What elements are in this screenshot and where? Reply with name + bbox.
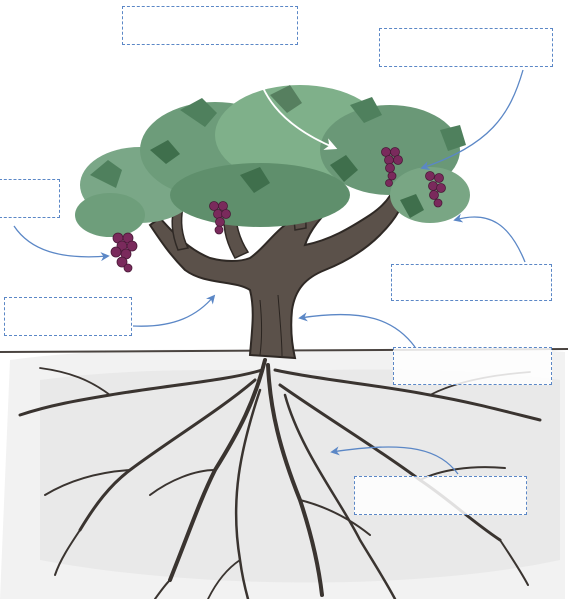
foliage [75,85,470,237]
label-box-roots[interactable] [354,476,527,515]
label-box-left[interactable] [0,179,60,218]
label-box-ground[interactable] [393,347,552,385]
arrow-right [455,217,525,262]
label-box-top-right[interactable] [379,28,553,67]
label-box-middle-left[interactable] [4,297,132,336]
label-box-right[interactable] [391,264,552,301]
arrow-midleft [133,296,214,326]
grape-cluster-left [111,233,137,272]
arrow-ground [300,315,415,347]
label-box-top[interactable] [122,6,298,45]
